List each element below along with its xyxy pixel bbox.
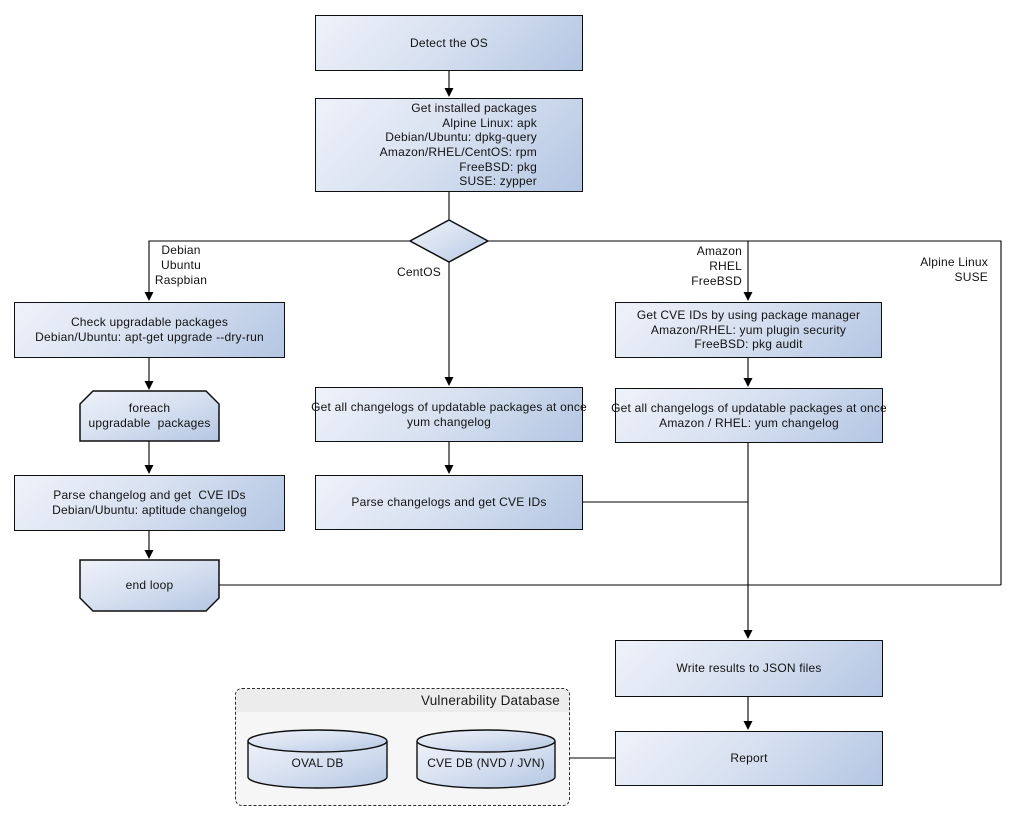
node-report: Report xyxy=(615,731,883,786)
os-decision-diamond xyxy=(408,219,490,263)
vulnerability-database-title: Vulnerability Database xyxy=(421,693,560,708)
node-detect-os: Detect the OS xyxy=(315,15,583,71)
node-foreach-loop-start: foreach upgradable packages xyxy=(88,401,211,430)
branch-label-alpine-suse: Alpine Linux SUSE xyxy=(920,255,988,284)
loop-start-shape xyxy=(79,390,220,442)
node-parse-changelogs-centos: Parse changelogs and get CVE IDs xyxy=(315,475,583,530)
node-write-results: Write results to JSON files xyxy=(615,640,883,697)
node-get-installed-packages: Get installed packages Alpine Linux: apk… xyxy=(315,98,583,192)
branch-label-centos: CentOS xyxy=(397,265,441,279)
node-check-upgradable-packages: Check upgradable packages Debian/Ubuntu:… xyxy=(14,302,285,358)
oval-db-cylinder xyxy=(247,729,388,789)
node-get-cve-ids-package-manager: Get CVE IDs by using package manager Ama… xyxy=(615,302,882,358)
arrowheads xyxy=(144,88,753,730)
node-parse-changelog-debian: Parse changelog and get CVE IDs Debian/U… xyxy=(14,475,285,531)
node-get-changelogs-amazon-rhel: Get all changelogs of updatable packages… xyxy=(611,388,887,443)
node-get-changelogs-centos: Get all changelogs of updatable packages… xyxy=(311,387,587,442)
connector-lines xyxy=(148,71,1002,759)
cve-db-cylinder xyxy=(416,729,556,789)
branch-label-amazon-rhel-freebsd: Amazon RHEL FreeBSD xyxy=(691,244,742,288)
branch-label-debian-ubuntu-raspbian: Debian Ubuntu Raspbian xyxy=(154,243,208,287)
cve-db-label: CVE DB (NVD / JVN) xyxy=(427,756,545,770)
vulnerability-database-header: Vulnerability Database xyxy=(236,689,569,712)
node-end-loop: end loop xyxy=(125,578,174,593)
loop-end-shape xyxy=(79,559,220,612)
oval-db-label: OVAL DB xyxy=(291,756,344,770)
